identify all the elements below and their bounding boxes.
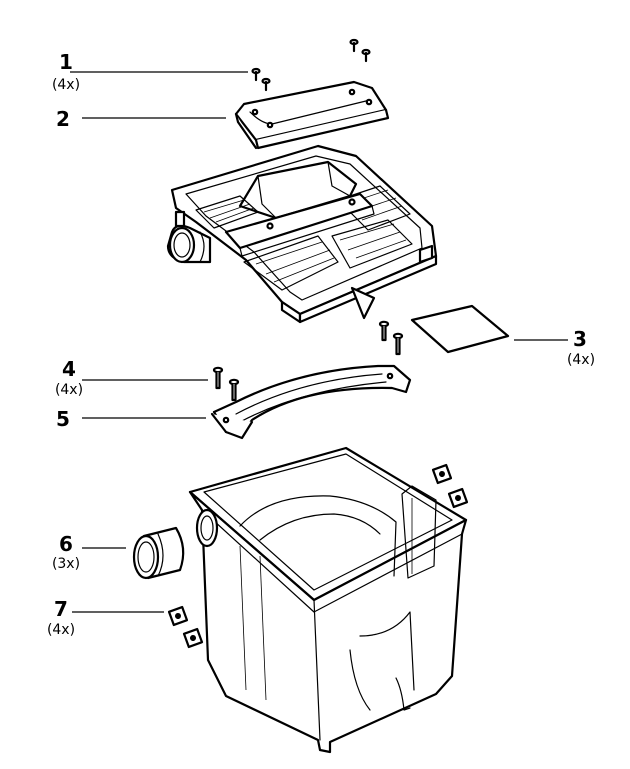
callout-number: 2 (56, 107, 70, 131)
callout-number: 5 (56, 407, 70, 431)
callout-quantity: (4x) (55, 382, 83, 398)
handle-bracket (210, 364, 412, 440)
callout-quantity: (4x) (47, 622, 75, 638)
filter-pad (410, 304, 510, 354)
hose-coupling (132, 526, 185, 580)
callout-number: 6 (59, 532, 73, 556)
filter-housing (188, 446, 468, 754)
callout-number: 1 (59, 50, 73, 74)
filter-tray (166, 144, 438, 324)
callout-number: 3 (573, 327, 587, 351)
screws-top (251, 38, 371, 92)
screws-middle (378, 320, 404, 356)
callout-quantity: (4x) (567, 352, 595, 368)
callout-number: 4 (62, 357, 76, 381)
callout-number: 7 (54, 597, 68, 621)
cover-plate (234, 80, 390, 150)
callout-quantity: (4x) (52, 77, 80, 93)
rubber-pads (167, 463, 469, 649)
callout-quantity: (3x) (52, 556, 80, 572)
screws-handle (212, 366, 240, 402)
